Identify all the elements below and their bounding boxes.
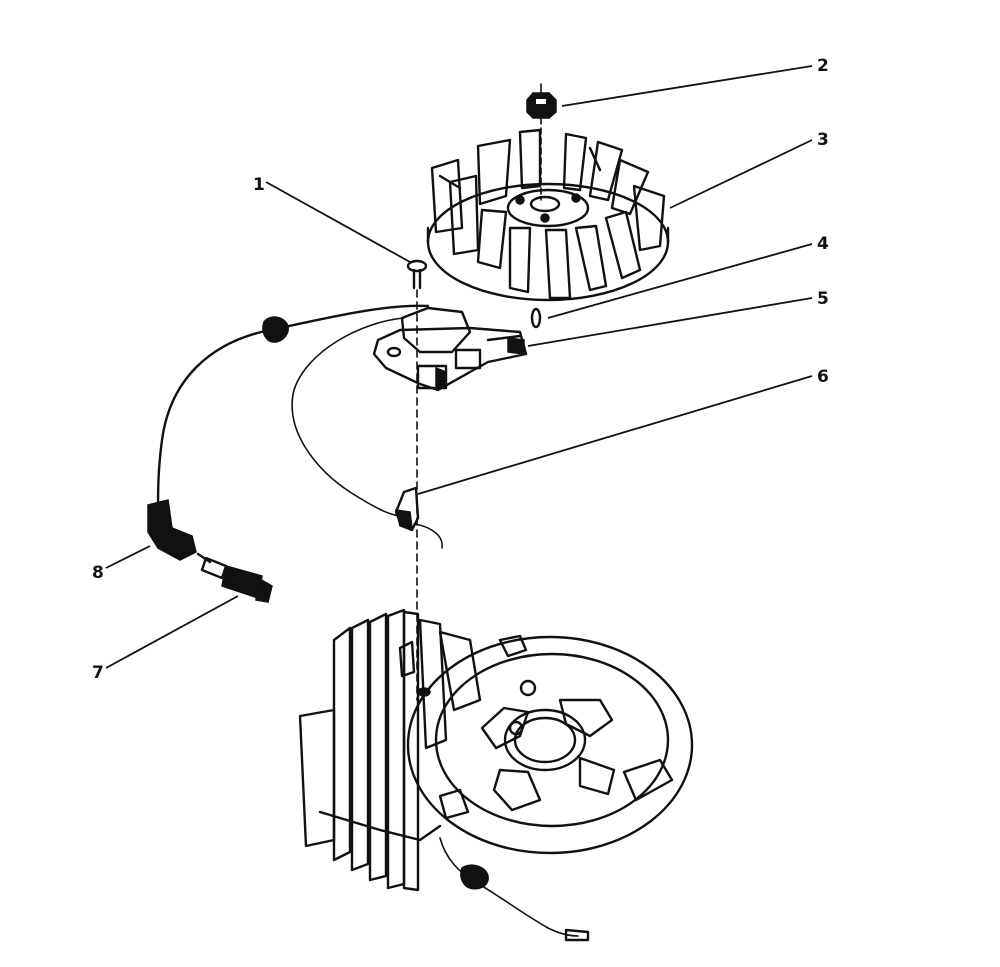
callout-2: 2 — [817, 56, 829, 76]
flywheel-key — [530, 307, 542, 329]
callout-3: 3 — [817, 130, 829, 150]
ignition-lead — [147, 304, 430, 561]
callout-labels: 1 2 3 4 5 6 7 8 — [92, 56, 829, 683]
callout-5: 5 — [817, 289, 829, 309]
callout-7: 7 — [92, 663, 104, 683]
ground-wire-bracket — [291, 317, 443, 549]
callout-1: 1 — [253, 175, 265, 195]
leader-3 — [669, 139, 813, 209]
leader-2 — [561, 65, 813, 107]
flywheel-nut — [526, 83, 557, 201]
leader-4 — [547, 243, 813, 319]
callout-6: 6 — [817, 367, 829, 387]
spark-plug — [196, 552, 273, 603]
leader-1 — [265, 181, 411, 263]
ignition-module — [372, 306, 528, 392]
leader-7 — [105, 595, 239, 669]
leader-6 — [417, 375, 813, 495]
callout-4: 4 — [817, 234, 829, 254]
leader-lines — [105, 65, 813, 669]
leader-8 — [105, 545, 151, 569]
flywheel — [426, 128, 670, 302]
leader-5 — [527, 297, 813, 347]
callout-8: 8 — [92, 563, 104, 583]
engine-block — [298, 608, 694, 942]
